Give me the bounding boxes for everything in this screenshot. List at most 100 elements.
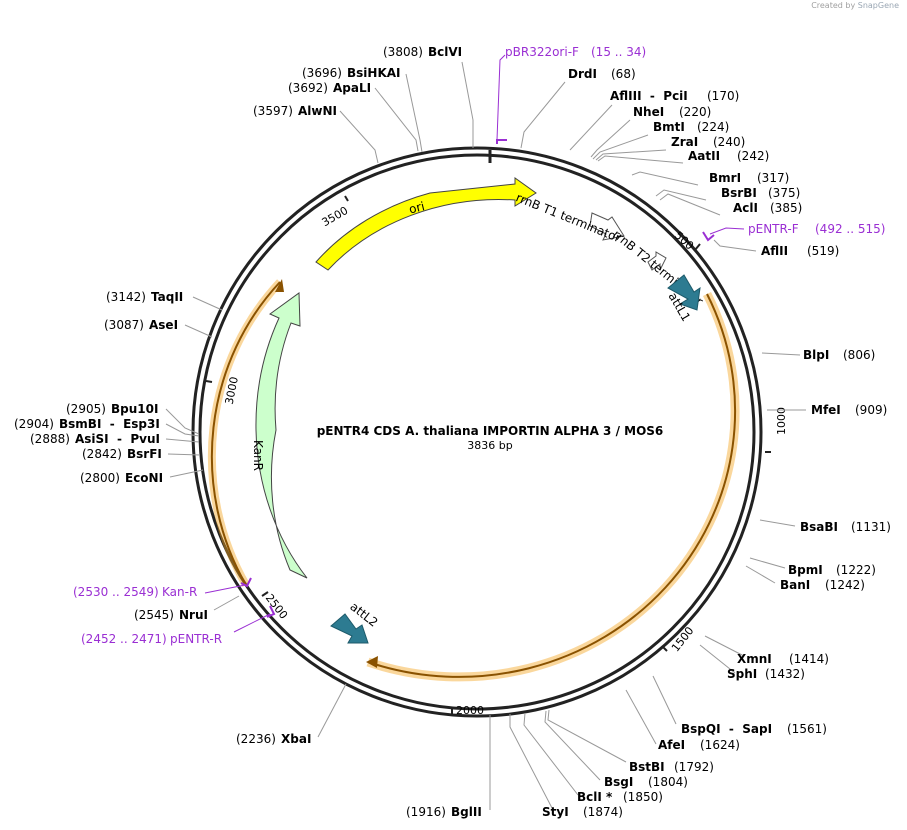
tick-3000-label: 3000 <box>223 376 241 406</box>
tick-1000-label: 1000 <box>775 407 788 435</box>
site-taqii-pos: (3142) <box>106 290 146 304</box>
site-nrui-pos: (2545) <box>134 608 174 622</box>
primer-pentr-r-range: (2452 .. 2471) <box>81 632 167 646</box>
attl1-arrow[interactable] <box>667 274 701 311</box>
site-taqii-name: TaqII <box>151 290 183 304</box>
kanr-label: KanR <box>251 440 265 471</box>
site-nhei[interactable]: NheI (220) <box>633 105 711 119</box>
site-bclvi[interactable]: (3808) BclVI <box>383 45 462 59</box>
site-bsrfi[interactable]: (2842) BsrFI <box>82 447 162 461</box>
site-asei-pos: (3087) <box>104 318 144 332</box>
attl2-arrow[interactable] <box>330 613 369 644</box>
backbone-inner-ring <box>198 153 756 711</box>
site-zrai-pos: (240) <box>713 135 745 149</box>
site-acli[interactable]: AclI (385) <box>733 201 802 215</box>
site-bcli[interactable]: BclI * (1850) <box>577 790 663 804</box>
site-bsabi-pos: (1131) <box>851 520 891 534</box>
site-mfei-name: MfeI <box>811 403 841 417</box>
site-bani[interactable]: BanI (1242) <box>780 578 865 592</box>
site-xbai[interactable]: (2236) XbaI <box>236 732 311 746</box>
site-aatii-name: AatII <box>688 149 720 163</box>
site-bstbi[interactable]: BstBI (1792) <box>629 760 714 774</box>
site-mfei[interactable]: MfeI (909) <box>811 403 887 417</box>
tick-1000: 1000 <box>765 407 788 453</box>
site-bsrbi-name: BsrBI <box>721 186 757 200</box>
site-styi[interactable]: StyI (1874) <box>542 805 623 819</box>
site-bmri-pos: (317) <box>757 171 789 185</box>
site-blpi-name: BlpI <box>803 348 829 362</box>
site-nrui-name: NruI <box>179 608 208 622</box>
primer-pentr-f[interactable]: pENTR-F (492 .. 515) <box>702 222 885 242</box>
primer-pbr322ori-f-name: pBR322ori-F <box>505 45 579 59</box>
site-nrui[interactable]: (2545) NruI <box>134 608 208 622</box>
snapgene-credit: Created by SnapGene <box>811 1 899 10</box>
site-aatii-pos: (242) <box>737 149 769 163</box>
site-asei[interactable]: (3087) AseI <box>104 318 178 332</box>
rrnb-t1-arrow[interactable] <box>589 212 625 241</box>
site-xmni-pos: (1414) <box>789 652 829 666</box>
site-econi-pos: (2800) <box>80 471 120 485</box>
site-alwni-name: AlwNI <box>298 104 337 118</box>
site-acli-pos: (385) <box>770 201 802 215</box>
site-bsmbi-esp3i[interactable]: (2904) BsmBI - Esp3I <box>14 417 160 431</box>
site-blpi[interactable]: BlpI (806) <box>803 348 875 362</box>
plasmid-length: 3836 bp <box>467 439 512 452</box>
site-bani-name: BanI <box>780 578 810 592</box>
site-bsmbi-esp3i-pos: (2904) <box>14 417 54 431</box>
primer-kan-r[interactable]: (2530 .. 2549) Kan-R <box>73 577 252 599</box>
primer-pbr322ori-f-range: (15 .. 34) <box>591 45 646 59</box>
site-ecoNI[interactable]: (2800) EcoNI <box>80 471 163 485</box>
site-apali-pos: (3692) <box>288 81 328 95</box>
site-afei-pos: (1624) <box>700 738 740 752</box>
site-bcli-pos: (1850) <box>623 790 663 804</box>
site-afliii-pcii[interactable]: AflIII - PciI (170) <box>610 89 739 103</box>
site-drdi[interactable]: DrdI (68) <box>568 67 636 81</box>
site-bmti[interactable]: BmtI (224) <box>653 120 729 134</box>
site-sphi[interactable]: SphI (1432) <box>727 667 805 681</box>
site-bspqi-sapi[interactable]: BspQI - SapI (1561) <box>681 722 827 736</box>
site-afei[interactable]: AfeI (1624) <box>658 738 740 752</box>
ori-feature-arrow[interactable] <box>315 177 537 271</box>
kanr-cds-line <box>210 281 281 586</box>
site-bpu10i-pos: (2905) <box>66 402 106 416</box>
site-bsgi-pos: (1804) <box>648 775 688 789</box>
primer-pentr-r[interactable]: (2452 .. 2471) pENTR-R <box>81 605 276 646</box>
backbone-outer-ring <box>191 146 763 718</box>
site-bsrfi-name: BsrFI <box>127 447 162 461</box>
site-bpu10i-name: Bpu10I <box>111 402 158 416</box>
primer-pentr-r-name: pENTR-R <box>170 632 222 646</box>
site-bsrfi-pos: (2842) <box>82 447 122 461</box>
site-asisi-pvui[interactable]: (2888) AsiSI - PvuI <box>30 432 160 446</box>
rrnb-t2-arrow[interactable] <box>647 251 667 271</box>
site-bglii[interactable]: (1916) BglII <box>406 805 482 819</box>
site-zrai-name: ZraI <box>671 135 698 149</box>
site-sphi-name: SphI <box>727 667 757 681</box>
site-bpmi[interactable]: BpmI (1222) <box>788 563 876 577</box>
site-bpmi-pos: (1222) <box>836 563 876 577</box>
site-bpu10i[interactable]: (2905) Bpu10I <box>66 402 158 416</box>
site-alwni[interactable]: (3597) AlwNI <box>253 104 337 118</box>
site-bglii-pos: (1916) <box>406 805 446 819</box>
site-afliii-pcii-pos: (170) <box>707 89 739 103</box>
rrnb-t1-label: rrnB T1 terminator <box>514 190 623 245</box>
plasmid-name: pENTR4 CDS A. thaliana IMPORTIN ALPHA 3 … <box>317 424 664 438</box>
site-styi-name: StyI <box>542 805 569 819</box>
site-bsrbi[interactable]: BsrBI (375) <box>721 186 800 200</box>
site-xmni[interactable]: XmnI (1414) <box>737 652 829 666</box>
tick-1500: 1500 <box>661 624 696 654</box>
site-bsabi[interactable]: BsaBI (1131) <box>800 520 891 534</box>
site-taqii[interactable]: (3142) TaqII <box>106 290 183 304</box>
tick-2500: 2500 <box>261 591 290 622</box>
kanr-feature-arrow[interactable] <box>255 292 308 579</box>
primer-pbr322ori-f[interactable]: pBR322ori-F (15 .. 34) <box>496 45 646 144</box>
site-bmri[interactable]: BmrI (317) <box>709 171 789 185</box>
site-zrai[interactable]: ZraI (240) <box>671 135 745 149</box>
site-aflii[interactable]: AflII (519) <box>761 244 839 258</box>
tick-3500-label: 3500 <box>320 204 351 229</box>
site-aatii[interactable]: AatII (242) <box>688 149 769 163</box>
site-apali-name: ApaLI <box>333 81 371 95</box>
site-xbai-pos: (2236) <box>236 732 276 746</box>
site-apali[interactable]: (3692) ApaLI <box>288 81 371 95</box>
site-bsihkai[interactable]: (3696) BsiHKAI <box>302 66 401 80</box>
site-bsgi[interactable]: BsgI (1804) <box>604 775 688 789</box>
